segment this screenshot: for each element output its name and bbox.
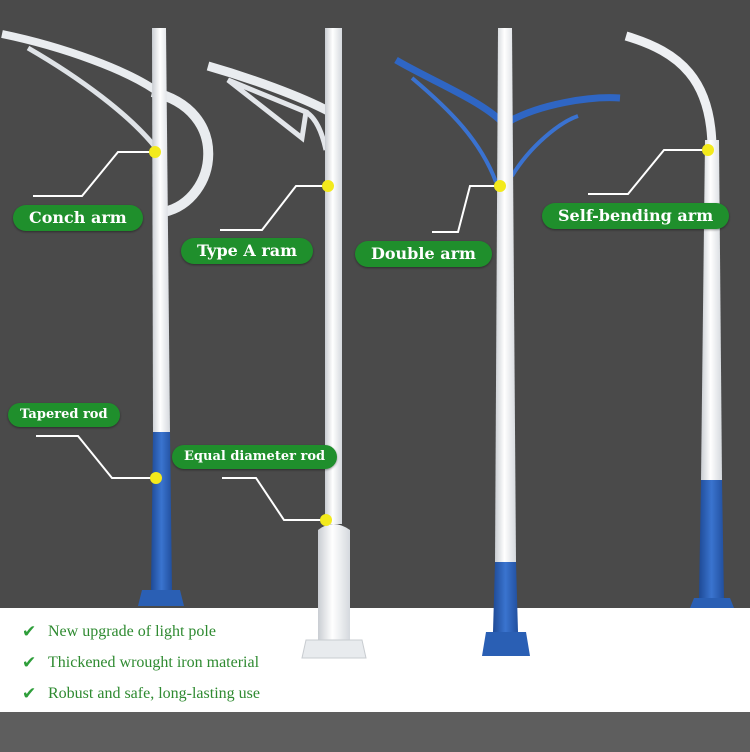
pole-double-arm (394, 28, 621, 656)
feature-text: New upgrade of light pole (48, 622, 216, 640)
check-icon: ✔ (22, 683, 37, 704)
feature-item: ✔ Thickened wrought iron material (22, 647, 260, 678)
label-conch-arm: Conch arm (13, 205, 143, 231)
pole-type-a-arm (206, 28, 367, 659)
check-icon: ✔ (22, 621, 37, 642)
bottom-bar (0, 712, 750, 752)
label-type-a-ram: Type A ram (181, 238, 314, 264)
feature-text: Robust and safe, long-lasting use (48, 684, 260, 702)
label-tapered-rod: Tapered rod (8, 403, 120, 427)
label-equal-diameter-rod: Equal diameter rod (172, 445, 338, 469)
label-double-arm: Double arm (355, 241, 492, 267)
label-self-bending-arm: Self-bending arm (542, 203, 730, 229)
white-floor (0, 608, 750, 712)
pole-conch-arm (1, 28, 214, 606)
feature-text: Thickened wrought iron material (48, 653, 260, 671)
feature-item: ✔ Robust and safe, long-lasting use (22, 678, 260, 709)
feature-list: ✔ New upgrade of light pole ✔ Thickened … (22, 616, 260, 709)
feature-item: ✔ New upgrade of light pole (22, 616, 260, 647)
dark-backdrop (0, 0, 750, 608)
check-icon: ✔ (22, 652, 37, 673)
